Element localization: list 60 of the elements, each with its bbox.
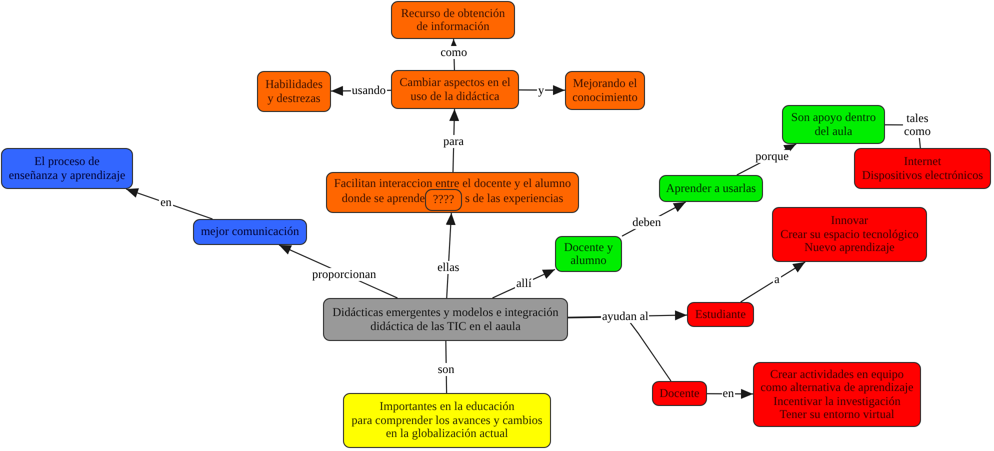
- link-label: son: [436, 362, 456, 376]
- concept-box: [1, 148, 133, 189]
- concept-text: Didácticas emergentes y modelos e integración didáctica de las TIC en el aaula: [332, 306, 559, 333]
- concept-text: Tener su entorno virtual: [780, 408, 894, 422]
- concept-text: s de las experiencias: [465, 192, 564, 206]
- arrow: [126, 188, 213, 220]
- concept-text: Nuevo aprendizaje: [804, 241, 895, 255]
- link-label: ayudan al: [601, 310, 650, 323]
- concept-box: [193, 219, 307, 245]
- concept-box: [687, 302, 754, 327]
- concept-text: Importantes en la educación para comprender los avances y cambios en la globalización actual: [352, 400, 542, 441]
- link-label: allí: [515, 277, 533, 290]
- concept-text: Estudiante: [695, 308, 746, 322]
- concept-box: [257, 71, 331, 112]
- concept-box: [659, 175, 763, 202]
- concept-box: [565, 71, 645, 110]
- concept-box: [854, 148, 991, 189]
- concept-text: Crear actividades en equipo como alternativa de aprendizaje: [760, 368, 914, 394]
- arrow: [519, 85, 565, 96]
- concept-box: [326, 172, 579, 213]
- concept-box: [391, 70, 519, 109]
- concept-text: Son apoyo dentro del aula: [791, 111, 876, 138]
- concept-box: [323, 298, 568, 341]
- concept-text: El proceso de enseñanza y aprendizaje: [8, 155, 126, 182]
- concept-box: [782, 105, 885, 144]
- concept-text: Docente y alumno: [564, 240, 613, 268]
- link-label: porque: [754, 150, 790, 164]
- concept-text: Facilitan interaccion entre el docente y el alumno: [333, 177, 572, 190]
- concept-box: [753, 362, 921, 427]
- concept-box: [391, 1, 515, 39]
- concept-box: [772, 207, 927, 262]
- concept-text: Internet: [904, 155, 942, 168]
- concept-text: Dispositivos electrónicos: [862, 168, 983, 182]
- concept-text: mejor comunicación: [200, 225, 300, 239]
- concept-text: Incentivar la investigación: [773, 394, 901, 408]
- placeholder-box: [425, 189, 462, 211]
- concept-box: [555, 236, 622, 272]
- arrow: [740, 262, 806, 302]
- arrow: [446, 212, 456, 298]
- link-label: tales como: [903, 112, 932, 138]
- arrow: [449, 108, 460, 172]
- concept-text: Crear su espacio tecnológico: [780, 228, 919, 242]
- link-label: como: [439, 46, 468, 60]
- concept-text: Cambiar aspectos en el uso de la didáctica: [400, 76, 510, 103]
- link-label: deben: [631, 216, 662, 230]
- connector-line: [445, 341, 448, 393]
- placeholder-text: ????: [432, 193, 454, 207]
- link-label: proporcionan: [311, 268, 378, 281]
- link-label: ellas: [436, 260, 460, 274]
- concept-text: Innovar: [830, 214, 868, 228]
- concept-text: Recurso de obtención de información: [401, 6, 505, 34]
- concept-box: [652, 381, 707, 406]
- concept-text: Docente: [660, 386, 700, 400]
- concept-text: donde se aprende: [342, 192, 425, 206]
- concept-text: Habilidades y destrezas: [265, 78, 323, 105]
- link-label: para: [442, 134, 465, 148]
- link-label: usando: [350, 84, 387, 98]
- concept-text: Aprender a usarlas: [666, 182, 756, 196]
- concept-text: Mejorando el conocimiento: [572, 77, 638, 104]
- concept-box: [343, 393, 551, 448]
